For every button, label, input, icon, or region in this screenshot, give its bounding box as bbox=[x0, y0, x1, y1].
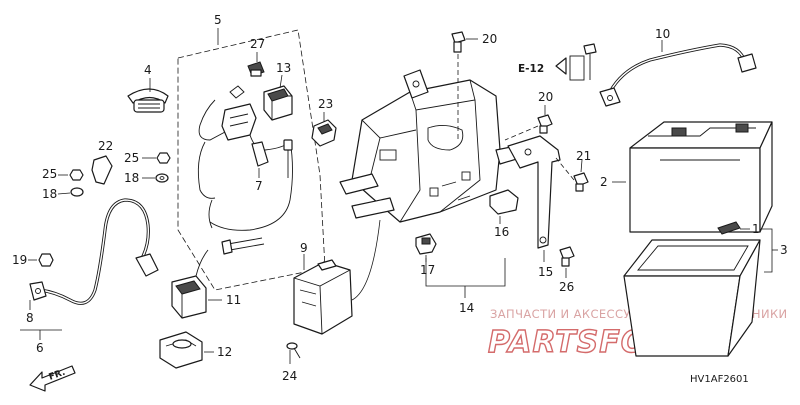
leader-6 bbox=[20, 329, 62, 340]
callout-22: 22 bbox=[98, 139, 113, 153]
leader-14 bbox=[425, 258, 506, 298]
callout-16: 16 bbox=[494, 225, 509, 239]
part-18-washer bbox=[155, 173, 169, 183]
part-11-starter-relay bbox=[171, 249, 209, 319]
part-24-screw bbox=[286, 342, 301, 359]
part-3-battery-box bbox=[623, 239, 761, 357]
callout-18b: 18 bbox=[124, 171, 139, 185]
callout-25a: 25 bbox=[42, 167, 57, 181]
part-8-cable bbox=[29, 198, 159, 305]
callout-27: 27 bbox=[250, 37, 265, 51]
callout-9: 9 bbox=[300, 241, 308, 255]
part-25-nut-left bbox=[69, 169, 84, 181]
part-1-plug bbox=[717, 221, 741, 235]
part-12-rubber-cover bbox=[159, 331, 203, 369]
callout-10: 10 bbox=[655, 27, 670, 41]
callout-1: 1 bbox=[752, 222, 760, 236]
callout-21: 21 bbox=[576, 149, 591, 163]
part-4-clamp bbox=[127, 88, 169, 113]
leader-18a bbox=[57, 192, 71, 195]
part-13-relay bbox=[263, 85, 293, 121]
part-18-washer-left bbox=[70, 187, 84, 197]
callout-15: 15 bbox=[538, 265, 553, 279]
diagram-code: HV1AF2601 bbox=[690, 374, 749, 385]
part-9-cover bbox=[293, 259, 353, 335]
callout-3: 3 bbox=[780, 243, 788, 257]
part-15-stay bbox=[507, 135, 561, 249]
part-10-cable bbox=[599, 43, 757, 107]
part-25-nut bbox=[156, 152, 171, 164]
callout-13: 13 bbox=[276, 61, 291, 75]
callout-8: 8 bbox=[26, 311, 34, 325]
callout-24: 24 bbox=[282, 369, 297, 383]
dash-20b bbox=[504, 125, 539, 141]
part-22-cover bbox=[91, 155, 113, 185]
leader-9-tray bbox=[351, 219, 381, 301]
dash-21 bbox=[555, 157, 575, 181]
part-20-bolt-upper bbox=[451, 31, 466, 53]
callout-18a: 18 bbox=[42, 187, 57, 201]
callout-17: 17 bbox=[420, 263, 435, 277]
leader-13 bbox=[279, 74, 283, 89]
leader-21 bbox=[580, 159, 583, 173]
part-19-nut bbox=[38, 253, 54, 267]
reference-label: E-12 bbox=[518, 63, 544, 75]
part-27-clip bbox=[247, 61, 265, 77]
callout-20b: 20 bbox=[538, 90, 553, 104]
part-2-battery bbox=[629, 121, 773, 233]
reference-e12: E-12 bbox=[518, 43, 597, 81]
callout-20a: 20 bbox=[482, 32, 497, 46]
callout-12: 12 bbox=[217, 345, 232, 359]
callout-5: 5 bbox=[214, 13, 222, 27]
callout-26: 26 bbox=[559, 280, 574, 294]
callout-4: 4 bbox=[144, 63, 152, 77]
front-label: FR. bbox=[48, 368, 67, 383]
part-21-bolt bbox=[573, 172, 589, 192]
callout-19: 19 bbox=[12, 253, 27, 267]
callout-11: 11 bbox=[226, 293, 241, 307]
callout-23: 23 bbox=[318, 97, 333, 111]
callout-6: 6 bbox=[36, 341, 44, 355]
part-26-bolt bbox=[559, 246, 575, 267]
part-17-clip bbox=[415, 233, 437, 255]
part-20-bolt-mid bbox=[537, 114, 553, 134]
callout-14: 14 bbox=[459, 301, 474, 315]
front-arrow: FR. bbox=[29, 365, 76, 392]
part-23-bracket bbox=[311, 119, 337, 147]
callout-2: 2 bbox=[600, 175, 608, 189]
leader-3-bracket bbox=[762, 228, 773, 273]
wire-harness bbox=[197, 85, 293, 255]
part-16-cushion bbox=[489, 189, 519, 215]
callout-7: 7 bbox=[255, 179, 263, 193]
callout-25b: 25 bbox=[124, 151, 139, 165]
